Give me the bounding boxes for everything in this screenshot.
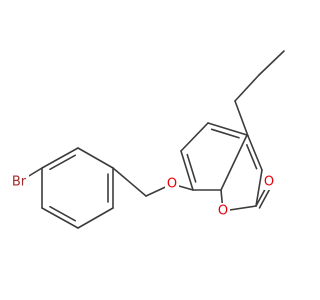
- carbonyl-oxygen-atom: O: [262, 174, 276, 190]
- bromine-atom: Br: [9, 174, 29, 190]
- bond-layer: [18, 50, 285, 229]
- bond-c2l-c3l: [255, 169, 263, 207]
- bromine-label: Br: [12, 175, 27, 190]
- bond-c9-c4a: [207, 122, 248, 136]
- double-bond-c9-c4a: [210, 128, 240, 139]
- carbonyl-oxygen-label: O: [264, 175, 274, 190]
- bond-c4l-p1: [234, 100, 249, 137]
- bond-p2-p3: [258, 50, 285, 76]
- ring-oxygen-label: O: [218, 204, 228, 219]
- double-bond-c1-c6: [49, 154, 76, 171]
- bond-p1-p2: [234, 74, 260, 102]
- ether-oxygen-label: O: [167, 177, 177, 192]
- bond-c3l-c4l: [247, 135, 263, 171]
- ring-oxygen-atom: O: [216, 203, 230, 219]
- atom-label-layer: Br O O O: [9, 174, 276, 219]
- double-bond-c2-c3: [49, 205, 76, 222]
- bond-c8-c9: [180, 122, 209, 152]
- molecule-structure: Br O O O: [9, 50, 285, 229]
- bond-c4a-c8a: [220, 134, 248, 191]
- bond-c3-c4: [77, 207, 114, 229]
- ether-oxygen-atom: O: [165, 176, 179, 192]
- bond-c5-ch2: [112, 167, 147, 197]
- double-bond-c3-c4: [245, 144, 258, 170]
- double-bond-c7-c8: [186, 153, 197, 183]
- bond-c2-c3: [41, 207, 79, 229]
- bond-c6-c1: [41, 147, 79, 169]
- bond-c7-c8: [180, 150, 194, 191]
- bond-c5-c6: [77, 147, 114, 169]
